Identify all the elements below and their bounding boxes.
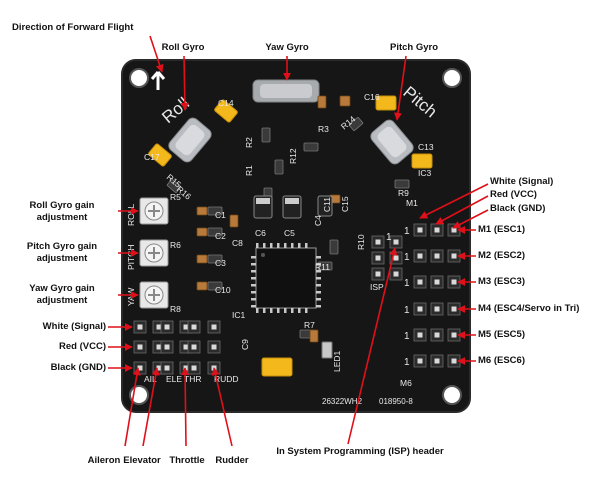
silk-pin-one: 1	[404, 357, 410, 368]
electrolytic-caps-large	[253, 195, 333, 219]
status-led	[321, 341, 333, 359]
pitch-gyro-label: Pitch Gyro	[389, 42, 439, 53]
right-gnd-label: Black (GND)	[490, 203, 546, 214]
pitch-gain-label: Pitch Gyro gain adjustment	[26, 241, 98, 264]
silk-pin-one: 1	[404, 226, 410, 237]
silk-ref-c10: C10	[215, 285, 231, 295]
silk-ref-c6: C6	[255, 228, 266, 238]
ceramic-capacitors	[196, 95, 351, 343]
forward-arrow-icon	[150, 71, 166, 90]
silk-ref-r10: R10	[356, 234, 366, 250]
silk-ref-r7: R7	[304, 320, 315, 330]
silk-ref-c11: C11	[322, 197, 332, 212]
roll-gyro-label: Roll Gyro	[161, 42, 205, 53]
tantalum-capacitors	[148, 95, 433, 377]
silk-ref-c4: C4	[313, 215, 323, 226]
silk-ref-r11: R11	[315, 262, 330, 272]
silk-serial-left: 26322WH2	[322, 397, 363, 406]
silk-ref-c14: C14	[218, 98, 234, 108]
right-signal-label: White (Signal)	[490, 176, 554, 187]
motor-label-m5: M5 (ESC5)	[478, 329, 525, 340]
pitch-gyro-crystal	[370, 119, 414, 165]
silk-ref-r3: R3	[318, 124, 329, 134]
silk-ref-c2: C2	[215, 231, 226, 241]
motor-label-m1: M1 (ESC1)	[478, 224, 525, 235]
main-microcontroller	[251, 243, 321, 313]
silk-pin-one: 1	[386, 232, 392, 243]
forward-flight-label: Direction of Forward Flight	[12, 22, 134, 33]
silk-pin-one: 1	[404, 331, 410, 342]
rudder-label: Rudder	[215, 455, 249, 466]
silk-ref-c1: C1	[215, 210, 226, 220]
silk-ref-yaw: YAW	[126, 288, 136, 306]
silk-serial-right: 018950-8	[379, 397, 413, 406]
silk-ref-m1: M1	[406, 198, 418, 208]
silk-ref-c8: C8	[232, 238, 243, 248]
mounting-hole-bottom-right	[442, 385, 462, 405]
silk-ref-r12: R12	[288, 148, 298, 164]
yaw-gain-pot	[139, 281, 169, 309]
motor-label-m3: M3 (ESC3)	[478, 276, 525, 287]
silk-ref-thr: THR	[184, 374, 201, 384]
roll-gain-label: Roll Gyro gain adjustment	[29, 200, 95, 223]
silk-pin-one-markers: 1 1 1 1 1 1 1	[386, 226, 410, 368]
silk-ref-r5: R5	[170, 192, 181, 202]
silk-ref-r6: R6	[170, 240, 181, 250]
left-signal-label: White (Signal)	[42, 321, 106, 332]
left-vcc-label: Red (VCC)	[59, 341, 106, 352]
isp-label: In System Programming (ISP) header	[276, 446, 444, 457]
silk-pin-one: 1	[404, 305, 410, 316]
mounting-hole-top-left	[129, 68, 149, 88]
silk-ref-c9: C9	[240, 339, 250, 350]
pitch-gain-pot	[139, 239, 169, 267]
silk-ref-c5: C5	[284, 228, 295, 238]
silk-ref-pitch: PITCH	[126, 245, 136, 271]
silk-ref-m6: M6	[400, 378, 412, 388]
motor-label-m2: M2 (ESC2)	[478, 250, 525, 261]
silk-ref-ic3: IC3	[418, 168, 432, 178]
silk-ref-c16: C16	[364, 92, 380, 102]
silk-ref-ele: ELE	[166, 374, 182, 384]
silk-ref-r8: R8	[170, 304, 181, 314]
roll-gyro-crystal	[168, 117, 212, 163]
silk-pin-one: 1	[404, 278, 410, 289]
motor-label-m6: M6 (ESC6)	[478, 355, 525, 366]
silk-ref-roll: ROLL	[126, 204, 136, 226]
mounting-hole-top-right	[442, 68, 462, 88]
silk-ref-led1: LED1	[332, 350, 342, 372]
aileron-label: Aileron	[87, 455, 121, 466]
roll-gain-pot	[139, 197, 169, 225]
silk-ref-rudd: RUDD	[214, 374, 239, 384]
motor-pin-header	[413, 223, 461, 368]
silk-ref-c15: C15	[340, 196, 350, 212]
silk-ref-r9: R9	[398, 188, 409, 198]
silk-pin-one: 1	[404, 252, 410, 263]
silk-ref-c17: C17	[144, 152, 160, 162]
silk-ref-c13: C13	[418, 142, 434, 152]
yaw-gyro-crystal	[252, 79, 320, 103]
right-vcc-label: Red (VCC)	[490, 189, 537, 200]
silk-ref-r2: R2	[244, 137, 254, 148]
elevator-label: Elevator	[123, 455, 161, 466]
motor-label-m4: M4 (ESC4/Servo in Tri)	[478, 303, 580, 314]
silk-ref-c3: C3	[215, 258, 226, 268]
left-gnd-label: Black (GND)	[50, 362, 106, 373]
yaw-gain-label: Yaw Gyro gain adjustment	[29, 283, 95, 306]
silk-ref-ail: AIL	[144, 374, 157, 384]
throttle-label: Throttle	[169, 455, 205, 466]
leader-lines	[108, 35, 489, 447]
silk-ref-ic1: IC1	[232, 310, 246, 320]
silk-ref-r1: R1	[244, 165, 254, 176]
yaw-gyro-label: Yaw Gyro	[265, 42, 309, 53]
silk-ref-isp: ISP	[370, 282, 384, 292]
